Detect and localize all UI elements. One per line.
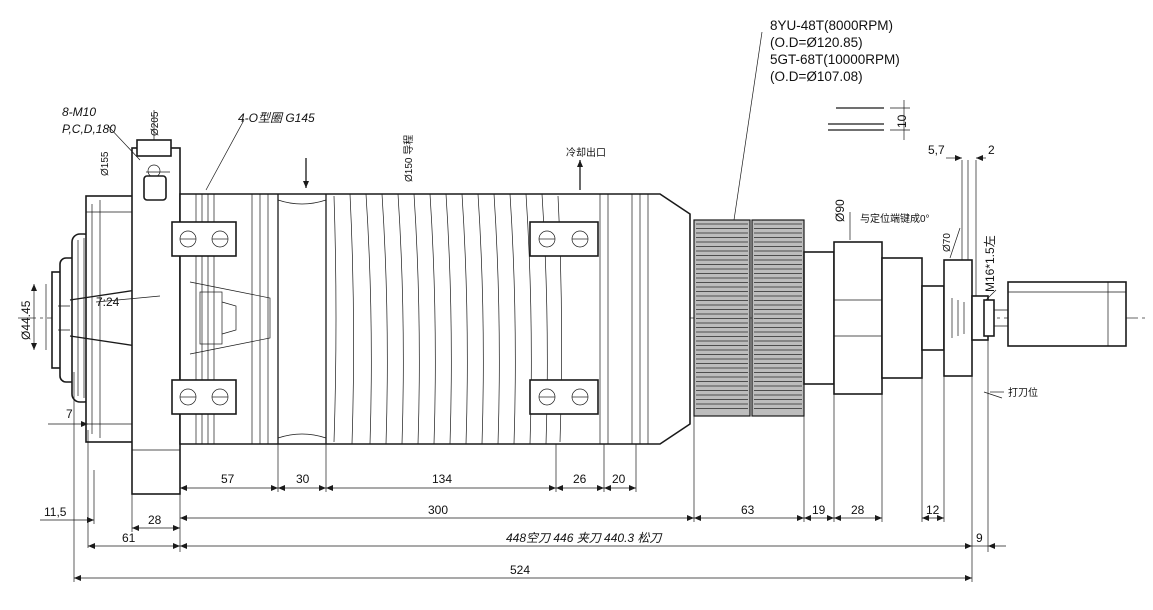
bolt-block-rear-top (529, 221, 599, 257)
pcd-label: P,C,D,180 (62, 122, 116, 136)
key-detail (828, 100, 910, 140)
extension-lines (45, 160, 989, 582)
diameter-205-label: Ø205 (150, 111, 161, 136)
dim-7-label: 7 (66, 407, 73, 421)
motor-spec-line4: (O.D=Ø107.08) (770, 69, 863, 84)
dim-57: 57 (221, 472, 235, 486)
dim-11-5: 11,5 (44, 505, 67, 519)
o-ring-label: 4-O型圈 G145 (238, 111, 315, 125)
dim-28-flange: 28 (148, 513, 162, 527)
motor-spec-line1: 8YU-48T(8000RPM) (770, 18, 893, 33)
leader-lines (95, 31, 1003, 399)
coolant-outlet-label: 冷却出口 (566, 146, 606, 159)
motor-spec-line3: 5GT-68T(10000RPM) (770, 52, 900, 67)
dim-300: 300 (428, 503, 448, 517)
dim-524: 524 (510, 563, 530, 577)
motor-spec-line2: (O.D=Ø120.85) (770, 35, 863, 50)
diameter-150-label: Ø150 导程 (403, 135, 415, 182)
dim-28-rear: 28 (851, 503, 865, 517)
dim-9: 9 (976, 531, 983, 545)
dim-2-label: 2 (988, 143, 995, 157)
release-position-label: 打刀位 (1008, 386, 1038, 399)
dim-12: 12 (926, 503, 940, 517)
dim-63: 63 (741, 503, 755, 517)
keyway-note: 与定位端键成0° (860, 212, 930, 225)
dim-10-label: 10 (895, 114, 909, 128)
bolt-block-rear-bottom (529, 379, 599, 415)
dimension-lines (31, 155, 1006, 581)
dim-19: 19 (812, 503, 826, 517)
dim-5-7-label: 5,7 (928, 143, 945, 157)
motor-gear (693, 219, 805, 417)
mounting-flange (131, 139, 181, 495)
diameter-70-label: Ø70 (942, 233, 953, 252)
taper-label: 7:24 (96, 295, 120, 309)
mounting-holes-label: 8-M10 (62, 105, 96, 119)
bore-diameter-label: Ø44.45 (19, 300, 33, 340)
bolt-block-front-bottom (171, 379, 237, 415)
spindle-housing (179, 193, 691, 445)
diameter-90-label: Ø90 (833, 199, 847, 222)
thread-label: M16*1.5左 (982, 235, 997, 292)
dim-20: 20 (612, 472, 626, 486)
spindle-nose (51, 195, 191, 443)
diameter-155-label: Ø155 (100, 151, 111, 176)
stroke-note: 448空刀 446 夹刀 440.3 松刀 (506, 531, 663, 545)
dim-61: 61 (122, 531, 136, 545)
dim-134: 134 (432, 472, 452, 486)
rear-bearing-section (803, 241, 1127, 395)
dim-30: 30 (296, 472, 310, 486)
bolt-block-front-top (171, 221, 237, 257)
dim-26: 26 (573, 472, 587, 486)
